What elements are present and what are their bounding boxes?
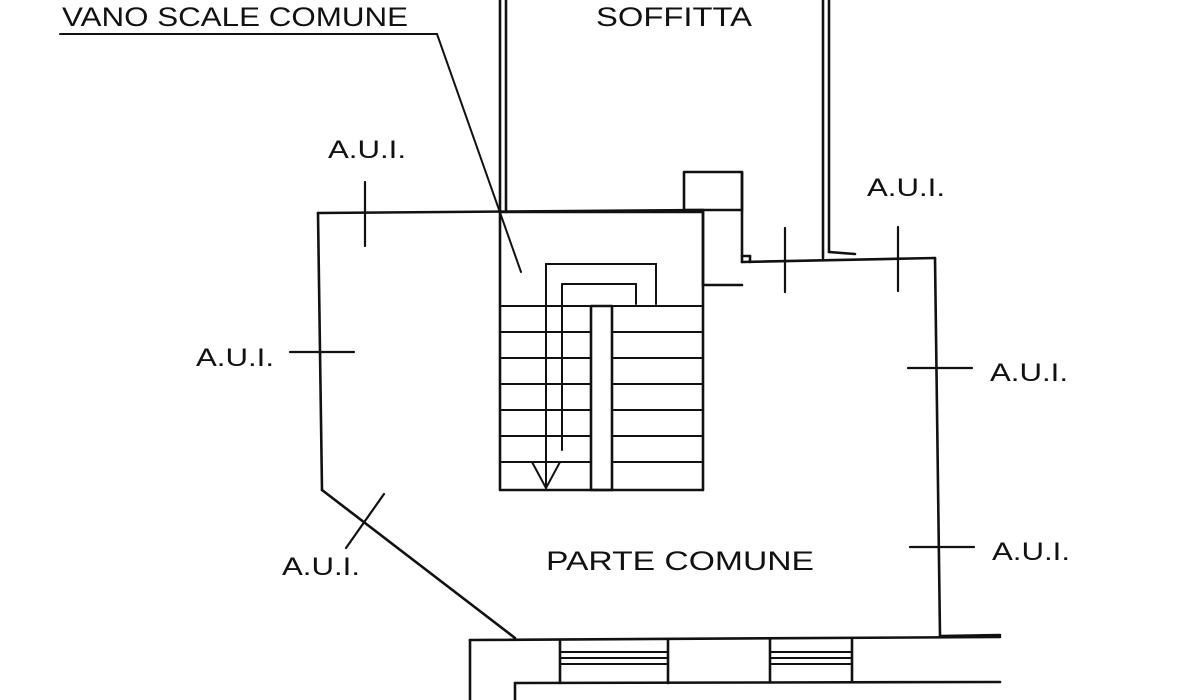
window-right xyxy=(769,651,853,665)
aui-label-lower-right: A.U.I. xyxy=(992,538,1070,566)
aui-label-right: A.U.I. xyxy=(990,359,1068,387)
aui-label-upper-right: A.U.I. xyxy=(867,174,945,202)
stair-landing xyxy=(545,263,657,471)
aui-label-upper-left: A.U.I. xyxy=(328,136,406,164)
window-left xyxy=(559,651,669,665)
common-area-label: PARTE COMUNE xyxy=(546,546,814,576)
lower-facade xyxy=(468,635,1002,700)
tick-lower-left xyxy=(344,492,386,550)
attic-walls xyxy=(498,0,857,260)
stair-callout-leader xyxy=(59,33,522,273)
aui-label-lower-left: A.U.I. xyxy=(282,553,360,581)
stair-callout-label: VANO SCALE COMUNE xyxy=(62,2,408,32)
stair-treads-right xyxy=(611,305,704,463)
aui-boundary-ticks xyxy=(288,180,976,550)
stair-well xyxy=(498,210,705,492)
stair-newel xyxy=(589,304,614,492)
down-arrow-icon xyxy=(531,439,561,489)
attic-label: SOFFITTA xyxy=(596,2,752,32)
aui-label-left: A.U.I. xyxy=(196,344,274,372)
